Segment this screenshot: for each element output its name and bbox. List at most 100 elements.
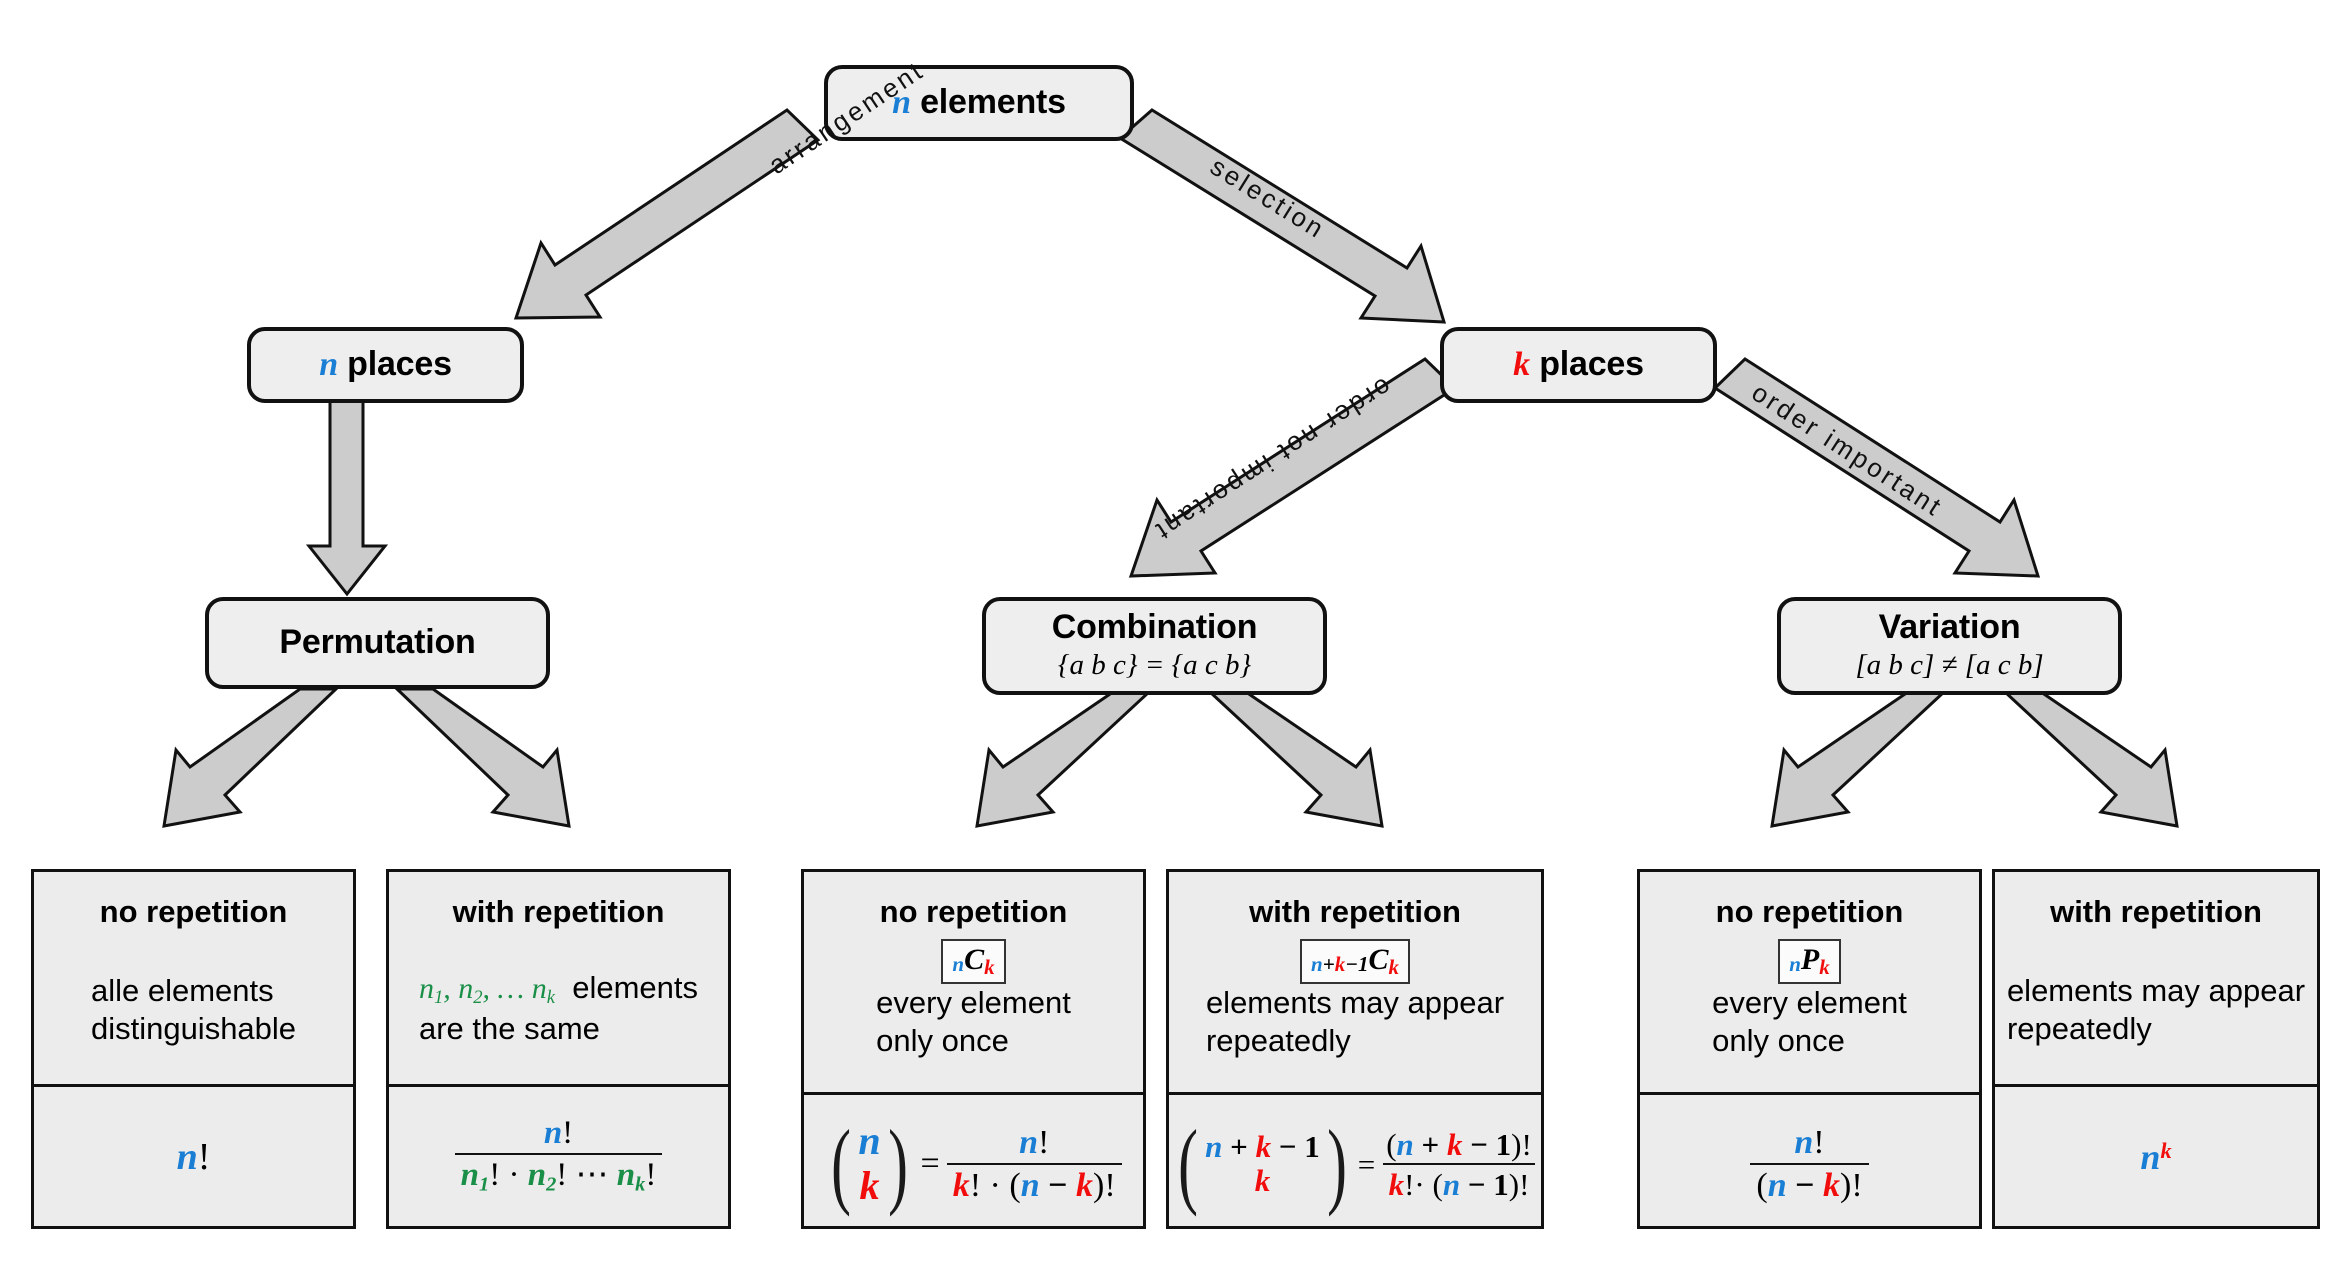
math-n: n <box>1396 1126 1414 1162</box>
math-one: 1 <box>1493 1166 1509 1202</box>
math-k: k <box>859 1163 880 1209</box>
arrow-n-places-to-permutation <box>305 381 389 597</box>
math-dot: · <box>989 1166 1001 1204</box>
node-permutation[interactable]: Permutation <box>205 597 550 689</box>
math-lparen: ( <box>1009 1166 1021 1204</box>
arrow-root-to-n-places <box>513 108 821 320</box>
math-plus: + <box>1230 1128 1248 1164</box>
node-n-elements[interactable]: n elements <box>824 65 1134 141</box>
node-n-places-text: places <box>337 345 452 384</box>
math-rparen: ) <box>1508 1166 1520 1202</box>
node-n-elements-label: n elements <box>892 83 1066 122</box>
right-paren: ) <box>887 1109 908 1217</box>
math-n: n <box>858 1118 881 1164</box>
arrow-combination-to-no-repetition <box>975 690 1153 828</box>
math-equals: = <box>1357 1146 1376 1182</box>
math-C: C <box>964 943 985 976</box>
binomial-top: n + k − 1 <box>1205 1128 1320 1165</box>
leaf-combination-with-repetition[interactable]: with repetition n+k−1Ck elements may app… <box>1166 869 1544 1229</box>
left-paren: ( <box>1178 1109 1199 1217</box>
math-factorial: ! <box>562 1115 574 1152</box>
binomial-coefficient: ( n k ) <box>825 1109 913 1217</box>
math-factorial: ! <box>556 1157 568 1194</box>
math-factorial: ! <box>1037 1123 1050 1161</box>
math-k: k <box>1388 955 1399 979</box>
math-n1: n1 <box>460 1157 490 1197</box>
leaf-heading: with repetition <box>452 894 665 929</box>
math-factorial: ! <box>1104 1166 1116 1204</box>
math-factorial: ! <box>197 1135 211 1178</box>
fraction-denominator: n1! · n2! ⋯ nk! <box>454 1153 663 1197</box>
arrow-combination-to-with-repetition <box>1206 690 1384 828</box>
math-minus: − <box>1467 1166 1486 1202</box>
math-n: n <box>1205 1128 1223 1164</box>
leaf-description-elements: elements <box>563 970 699 1006</box>
leaf-description-line2: distinguishable <box>90 1011 297 1047</box>
leaf-description-line1: elements may appear <box>1205 985 1505 1021</box>
right-paren: ) <box>1326 1109 1347 1217</box>
formula-binomial-n-plus-k-minus-1: ( n + k − 1 k ) = (n + k − 1)! k!· (n − … <box>1172 1109 1538 1217</box>
arrow-permutation-to-no-repetition <box>162 687 340 828</box>
math-n-subscripts: n1, n2, … nk <box>418 972 555 1009</box>
leaf-upper: no repetition nPk every element only onc… <box>1640 872 1979 1092</box>
math-minus: − <box>1470 1126 1488 1162</box>
math-n: n <box>1789 952 1801 976</box>
binomial-stack: n + k − 1 k <box>1204 1128 1321 1199</box>
math-factorial: ! <box>969 1166 982 1204</box>
math-lparen: ( <box>1432 1166 1443 1202</box>
node-variation[interactable]: Variation [a b c] ≠ [a c b] <box>1777 597 2122 695</box>
node-n-elements-text: elements <box>910 83 1066 122</box>
leaf-description: elements may appear repeatedly <box>2007 972 2305 1048</box>
math-ellipsis: ⋯ <box>575 1157 609 1194</box>
math-P: P <box>1800 943 1820 976</box>
node-n-places-label: n places <box>319 345 452 384</box>
leaf-description-line1: every element <box>876 985 1071 1021</box>
leaf-combination-no-repetition[interactable]: no repetition nCk every element only onc… <box>801 869 1146 1229</box>
leaf-formula-cell: n! (n − k)! <box>1640 1091 1979 1234</box>
math-lparen: ( <box>1386 1126 1397 1162</box>
arrow-k-places-to-combination <box>1128 357 1458 578</box>
leaf-upper: no repetition nCk every element only onc… <box>804 872 1143 1092</box>
math-n: n <box>543 1115 563 1152</box>
math-nk: nk <box>616 1157 646 1197</box>
leaf-variation-no-repetition[interactable]: no repetition nPk every element only onc… <box>1637 869 1982 1229</box>
math-dot: · <box>508 1157 520 1194</box>
leaf-permutation-no-repetition[interactable]: no repetition alle elements distinguisha… <box>31 869 356 1229</box>
leaf-description-line2: repeatedly <box>1205 1022 1351 1058</box>
leaf-heading: with repetition <box>1249 894 1461 929</box>
math-n: n <box>1767 1166 1787 1204</box>
leaf-description: every element only once <box>1712 984 1907 1060</box>
math-k: k <box>1822 1166 1840 1204</box>
math-k: k <box>1255 1128 1272 1164</box>
math-C: C <box>1368 943 1389 976</box>
formula-binomial-n-k: ( n k ) = n! k! · (n − k)! <box>825 1109 1122 1217</box>
math-factorial: ! <box>1851 1166 1863 1204</box>
leaf-formula-cell: nk <box>1995 1084 2317 1226</box>
math-one: 1 <box>1304 1128 1320 1164</box>
math-plus: + <box>1421 1126 1440 1162</box>
math-minus: − <box>1278 1128 1297 1164</box>
leaf-description-line1: every element <box>1712 985 1907 1021</box>
math-n: n <box>2140 1136 2161 1177</box>
fraction: n! n1! · n2! ⋯ nk! <box>454 1115 663 1197</box>
fraction: (n + k − 1)! k!· (n − 1)! <box>1380 1129 1538 1200</box>
node-permutation-title: Permutation <box>279 623 476 662</box>
math-n2: n2 <box>527 1157 557 1197</box>
node-k-places[interactable]: k places <box>1440 327 1717 403</box>
math-factorial: ! <box>645 1157 657 1194</box>
leaf-heading: with repetition <box>2050 894 2262 929</box>
leaf-permutation-with-repetition[interactable]: with repetition n1, n2, … nk elements ar… <box>386 869 731 1229</box>
leaf-formula-cell: ( n k ) = n! k! · (n − k)! <box>804 1091 1143 1234</box>
left-paren: ( <box>831 1109 852 1217</box>
leaf-description: every element only once <box>876 984 1071 1060</box>
node-variation-subtitle: [a b c] ≠ [a c b] <box>1855 648 2044 681</box>
math-k: k <box>1076 1166 1093 1204</box>
math-minus: − <box>1795 1166 1815 1204</box>
math-k: k <box>952 1166 970 1204</box>
math-n: n <box>1019 1123 1038 1161</box>
node-combination-title: Combination <box>1051 607 1258 646</box>
leaf-variation-with-repetition[interactable]: with repetition elements may appear repe… <box>1992 869 2320 1229</box>
node-combination[interactable]: Combination {a b c} = {a c b} <box>982 597 1327 695</box>
node-n-places[interactable]: n places <box>247 327 524 403</box>
